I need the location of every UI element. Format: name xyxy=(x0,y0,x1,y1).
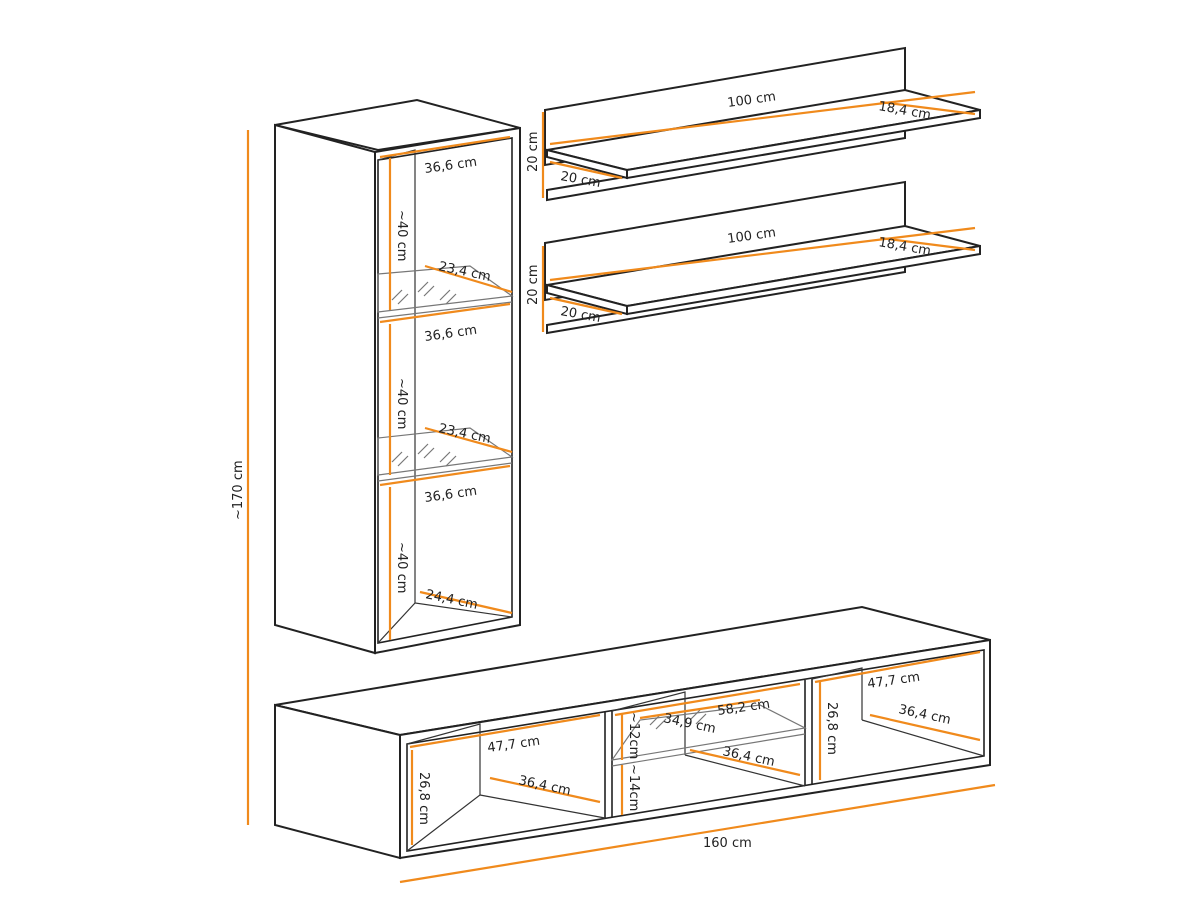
tv-middle-width: 58,2 cm xyxy=(716,697,770,719)
tv-left-height: 26,8 cm xyxy=(416,772,431,825)
glass-shelf-lower xyxy=(377,427,514,476)
overall-height-label: ~170 cm xyxy=(231,460,246,520)
shelf-top-back-depth: 20 cm xyxy=(559,169,601,191)
shelf-top-length: 100 cm xyxy=(726,89,776,111)
tv-right-width: 47,7 cm xyxy=(866,670,920,692)
tv-unit xyxy=(274,605,996,884)
wall-shelf-top xyxy=(541,46,981,202)
tv-left-width: 47,7 cm xyxy=(486,734,540,756)
shelf-bottom-height: 20 cm xyxy=(526,265,541,306)
wall-shelf-bottom xyxy=(541,180,981,335)
cabinet-interior-width-2: 36,6 cm xyxy=(423,323,477,345)
cabinet-interior-width-3: 36,6 cm xyxy=(423,484,477,506)
tv-glass-shelf xyxy=(610,704,807,761)
cabinet-section-height-3: ~40 cm xyxy=(394,542,409,593)
cabinet-section-height-1: ~40 cm xyxy=(394,210,409,261)
shelf-bottom-back-depth: 20 cm xyxy=(559,304,601,326)
shelf-top-height: 20 cm xyxy=(526,132,541,173)
overall-width-line xyxy=(399,783,996,884)
tv-middle-upper-height: ~12cm xyxy=(626,712,641,759)
overall-width-label: 160 cm xyxy=(703,836,752,851)
tv-right-height: 26,8 cm xyxy=(824,702,839,755)
tall-cabinet xyxy=(274,98,521,655)
glass-shelf-upper xyxy=(377,265,514,313)
cabinet-section-height-2: ~40 cm xyxy=(394,378,409,429)
tv-middle-lower-height: ~14cm xyxy=(626,764,641,811)
cabinet-interior-width-1: 36,6 cm xyxy=(423,155,477,177)
shelf-bottom-length: 100 cm xyxy=(726,225,776,247)
